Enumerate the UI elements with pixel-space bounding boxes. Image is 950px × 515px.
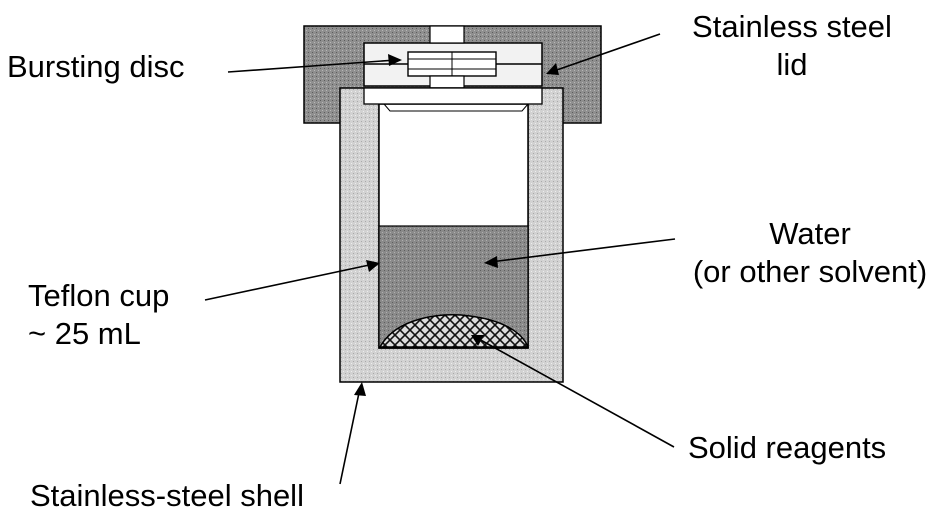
label-lid-line-2: lid: [776, 47, 808, 82]
arrowhead-water: [484, 256, 498, 268]
label-water-line-1: Water: [769, 216, 851, 251]
label-stainless-steel-lid: Stainless steel lid: [672, 8, 912, 84]
arrowhead-solid: [471, 335, 484, 346]
leader-bursting-disc: [227, 59, 397, 73]
label-solid-reagents: Solid reagents: [688, 430, 887, 465]
label-water-line-2: (or other solvent): [692, 254, 928, 289]
label-lid-line-1: Stainless steel: [692, 9, 892, 44]
teflon-cup-lid: [363, 87, 543, 105]
label-water: Water (or other solvent): [672, 215, 948, 291]
label-teflon-cup: Teflon cup ~ 25 mL: [28, 277, 169, 353]
leader-water: [489, 238, 676, 263]
arrowhead-shell: [354, 382, 366, 396]
arrowhead-bursting-disc: [388, 54, 402, 66]
arrowhead-teflon: [366, 260, 380, 272]
arrowhead-lid: [546, 63, 559, 75]
leader-teflon: [204, 263, 375, 301]
leader-shell: [339, 387, 361, 485]
solid-reagents: [378, 314, 530, 348]
label-teflon-line-1: Teflon cup: [28, 278, 170, 313]
leader-solid: [476, 337, 675, 448]
label-stainless-steel-shell: Stainless-steel shell: [30, 478, 304, 513]
label-bursting-disc: Bursting disc: [7, 49, 185, 84]
label-teflon-line-2: ~ 25 mL: [28, 316, 141, 351]
leader-lid: [550, 33, 661, 73]
